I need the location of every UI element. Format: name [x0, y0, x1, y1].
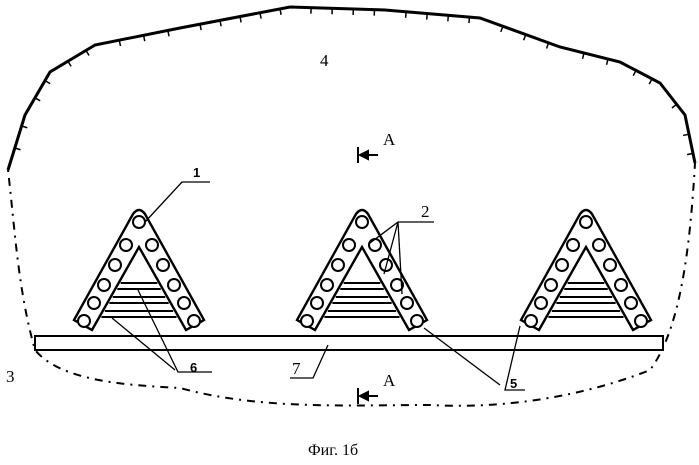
bolt-circle — [635, 315, 647, 327]
bolt-circle — [535, 297, 547, 309]
boundary-tick — [469, 17, 470, 23]
bolt-circle — [157, 259, 169, 271]
triangle-frames — [74, 210, 651, 330]
boundary-ticks — [15, 8, 693, 155]
bolt-circle — [78, 315, 90, 327]
zone-label-upper: 4 — [320, 51, 329, 70]
bolt-circle — [356, 216, 368, 228]
bolt-circle — [604, 259, 616, 271]
bolt-circle — [343, 239, 355, 251]
bolt-circle — [332, 259, 344, 271]
bolt-circle — [401, 297, 413, 309]
bolt-circle — [545, 279, 557, 291]
rail-bar — [35, 336, 663, 350]
bolt-circle — [109, 259, 121, 271]
callout-2: 2 — [421, 202, 430, 221]
boundary-tick — [448, 15, 449, 21]
triangle-frame-3 — [521, 210, 651, 330]
bolt-circle — [133, 216, 145, 228]
boundary-tick — [427, 14, 428, 20]
bolt-circle — [615, 279, 627, 291]
triangle-frame-1 — [74, 210, 204, 330]
bolt-circle — [168, 279, 180, 291]
callout-7: 7 — [292, 359, 301, 378]
bolt-circle — [525, 315, 537, 327]
bolt-circle — [321, 279, 333, 291]
bolt-circle — [593, 239, 605, 251]
bolt-circle — [98, 279, 110, 291]
boundary-tick — [672, 104, 677, 108]
section-marker-bottom — [358, 388, 378, 404]
callout-6: 6 — [190, 360, 197, 375]
bolt-circle — [88, 297, 100, 309]
section-marker-top — [358, 147, 378, 163]
bolt-circle — [567, 239, 579, 251]
section-label-top: A — [383, 130, 396, 149]
bolt-circle — [178, 297, 190, 309]
bolt-circle — [369, 239, 381, 251]
bolt-circle — [556, 259, 568, 271]
bolt-circle — [146, 239, 158, 251]
section-label-bottom: A — [383, 371, 396, 390]
bolt-circle — [411, 315, 423, 327]
upper-boundary-line — [8, 7, 695, 170]
figure-caption: Фиг. 1б — [308, 442, 358, 459]
bolt-circle — [120, 239, 132, 251]
bolt-circle — [580, 216, 592, 228]
boundary-tick — [406, 12, 407, 18]
bolt-circle — [625, 297, 637, 309]
bolt-circle — [301, 315, 313, 327]
bolt-circle — [311, 297, 323, 309]
callout-1: 1 — [193, 165, 200, 180]
bolt-circle — [188, 315, 200, 327]
zone-label-left: 3 — [6, 367, 15, 386]
callout-5: 5 — [510, 376, 517, 391]
triangle-frame-2 — [297, 210, 427, 330]
